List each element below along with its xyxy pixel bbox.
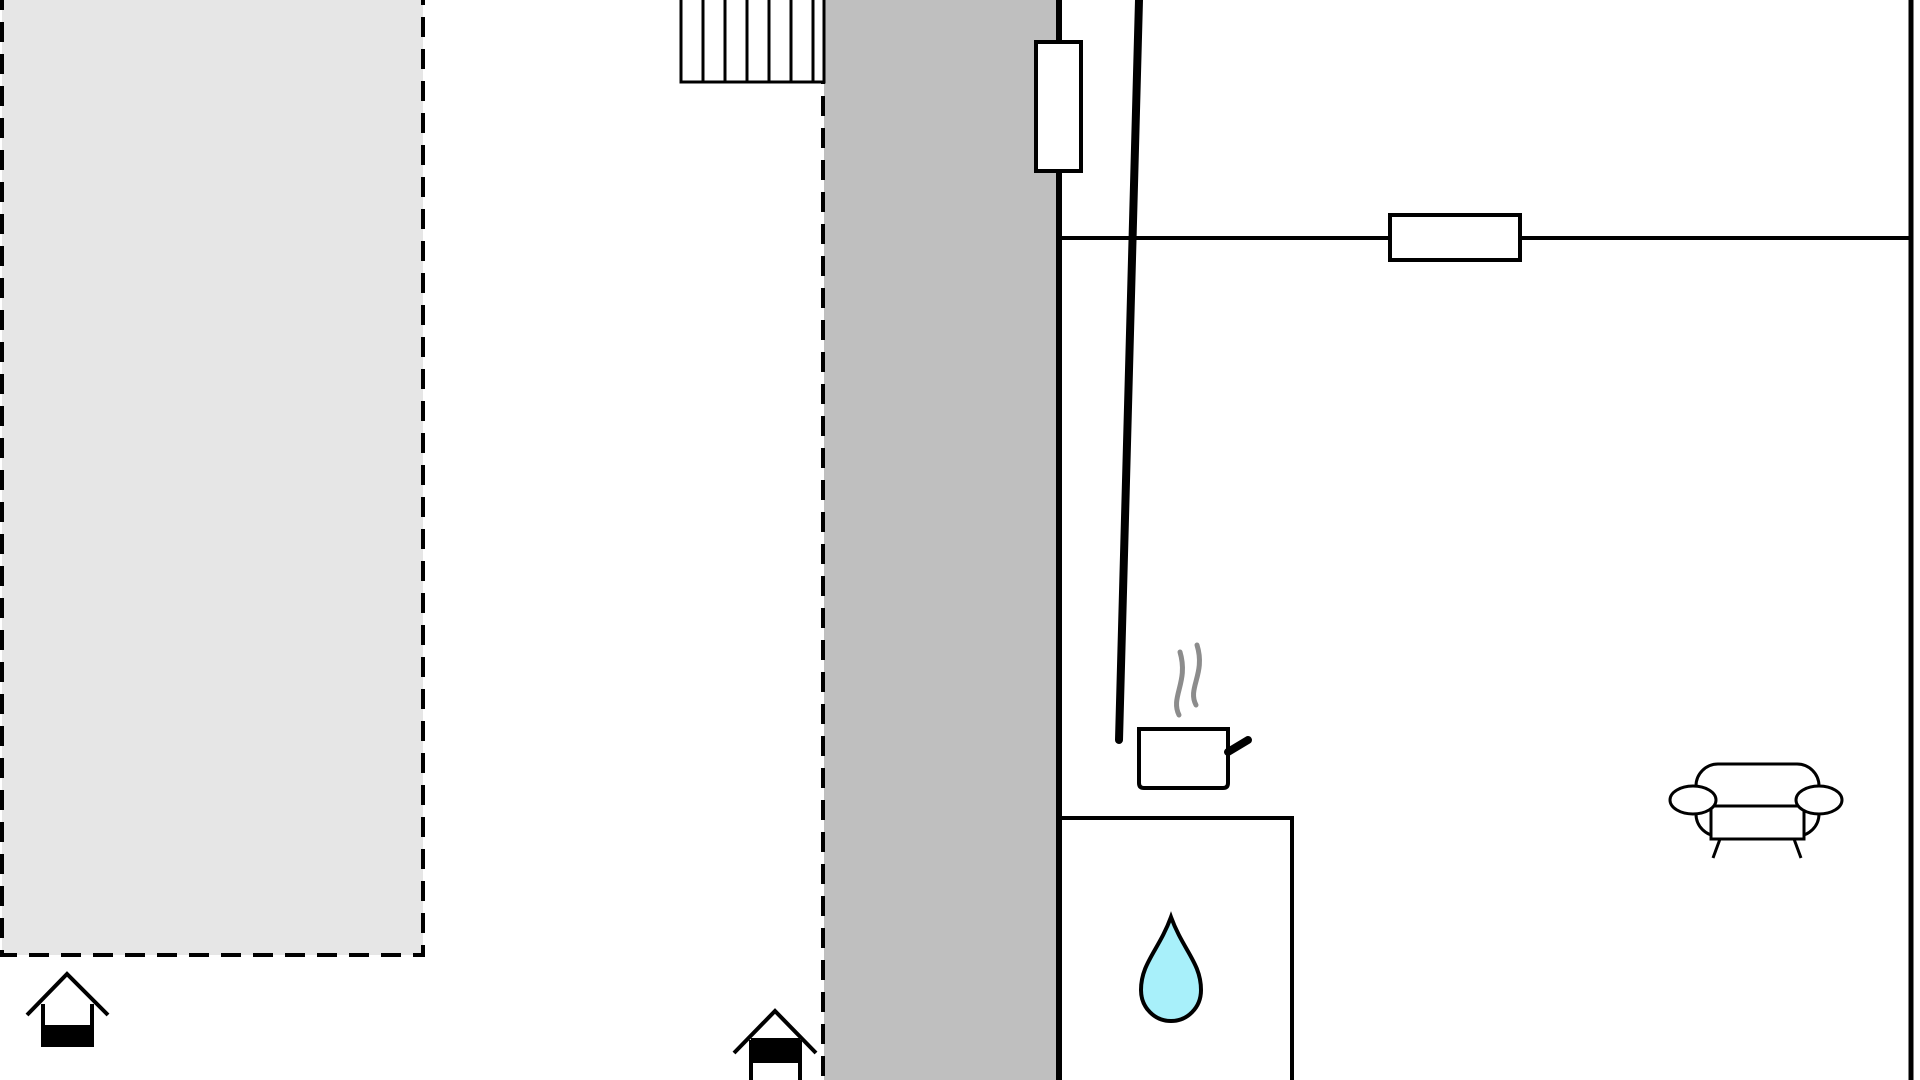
terrace-area bbox=[0, 0, 425, 957]
outdoor-entrance-icon bbox=[25, 971, 110, 1047]
kitchen-pot-icon bbox=[1115, 0, 1252, 790]
bathroom-room bbox=[1059, 816, 1294, 1080]
corridor-area bbox=[824, 0, 1057, 1080]
living-room-sofa-icon bbox=[1668, 762, 1844, 859]
window-icon bbox=[1034, 40, 1083, 173]
bathroom-water-icon bbox=[1138, 911, 1204, 1024]
window-icon bbox=[1388, 213, 1522, 262]
stairs-icon bbox=[679, 0, 826, 84]
outdoor-entrance-icon bbox=[732, 1008, 818, 1080]
